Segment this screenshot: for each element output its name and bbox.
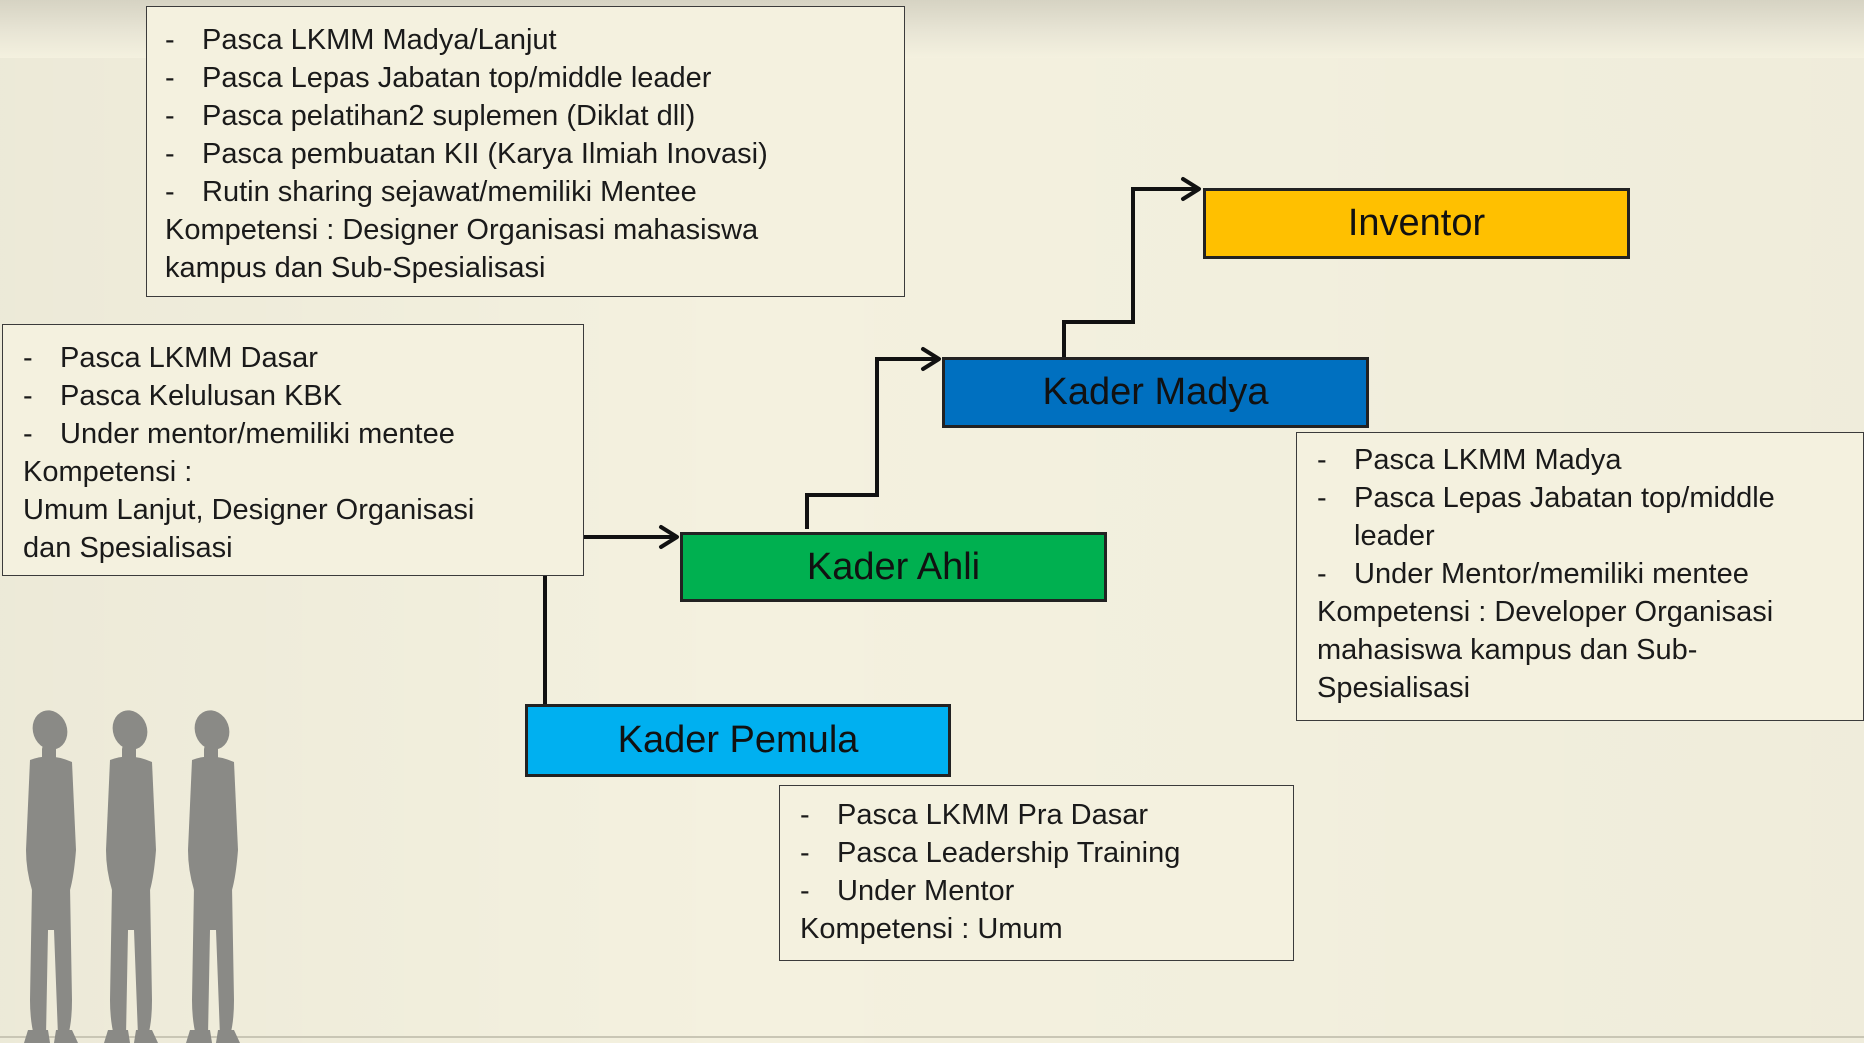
stage-label: Kader Madya (1042, 371, 1269, 413)
stage-label: Kader Ahli (806, 545, 981, 588)
list-item: Pasca LKMM Pra Dasar (800, 796, 1273, 834)
stage-label: Kader Pemula (617, 719, 859, 761)
arrowhead-madya-to-inventor (1181, 177, 1201, 201)
kompetensi-line: Kompetensi : Developer Organisasi (1317, 596, 1774, 628)
arrow-madya-to-inventor (1062, 187, 1197, 358)
stage-label: Inventor (1347, 202, 1486, 244)
kompetensi-line: Kompetensi : Designer Organisasi mahasis… (165, 214, 759, 246)
list-item: Under Mentor (800, 872, 1273, 910)
arrowhead-ahli-to-madya (921, 347, 941, 371)
info-box-kader-madya: Pasca LKMM Madya Pasca Lepas Jabatan top… (1296, 432, 1864, 721)
kompetensi-line: Kompetensi : Umum (800, 913, 1063, 945)
arrowhead-pemula-to-ahli (659, 525, 679, 549)
kompetensi-line: Kompetensi : (23, 456, 193, 488)
list-item: Pasca Lepas Jabatan top/middle leader (1317, 479, 1849, 555)
kompetensi-line: dan Spesialisasi (23, 532, 233, 564)
list-item: Rutin sharing sejawat/memiliki Mentee (165, 173, 886, 211)
list-item: Pasca pelatihan2 suplemen (Diklat dll) (165, 97, 886, 135)
stage-kader-ahli: Kader Ahli (680, 532, 1107, 602)
list-item: Under Mentor/memiliki mentee (1317, 555, 1849, 593)
list-item: Under mentor/memiliki mentee (23, 415, 563, 453)
kompetensi-line: Spesialisasi (1317, 672, 1471, 704)
kompetensi-line: mahasiswa kampus dan Sub- (1317, 634, 1698, 666)
standing-people-silhouettes-icon (24, 705, 240, 1043)
list-item: Pasca Leadership Training (800, 834, 1273, 872)
list-item: Pasca Lepas Jabatan top/middle leader (165, 59, 886, 97)
person-silhouette-1 (24, 705, 78, 1043)
stage-kader-madya: Kader Madya (942, 357, 1369, 428)
arrow-ahli-to-madya (805, 357, 937, 529)
list-item: Pasca Kelulusan KBK (23, 377, 563, 415)
info-box-kader-madya-upper: Pasca LKMM Madya/Lanjut Pasca Lepas Jaba… (146, 6, 905, 297)
floor-line (0, 1036, 1864, 1038)
kompetensi-line: Umum Lanjut, Designer Organisasi (23, 494, 475, 526)
stage-inventor: Inventor (1203, 188, 1630, 259)
list-item: Pasca LKMM Dasar (23, 339, 563, 377)
info-box-kader-pemula: Pasca LKMM Pra Dasar Pasca Leadership Tr… (779, 785, 1294, 961)
list-item: Pasca LKMM Madya/Lanjut (165, 21, 886, 59)
stage-kader-pemula: Kader Pemula (525, 704, 951, 777)
list-item: Pasca LKMM Madya (1317, 441, 1849, 479)
kompetensi-line: kampus dan Sub-Spesialisasi (165, 252, 546, 284)
person-silhouette-3 (186, 705, 240, 1043)
person-silhouette-2 (104, 705, 158, 1043)
info-box-kader-ahli: Pasca LKMM Dasar Pasca Kelulusan KBK Und… (2, 324, 584, 576)
list-item: Pasca pembuatan KII (Karya Ilmiah Inovas… (165, 135, 886, 173)
